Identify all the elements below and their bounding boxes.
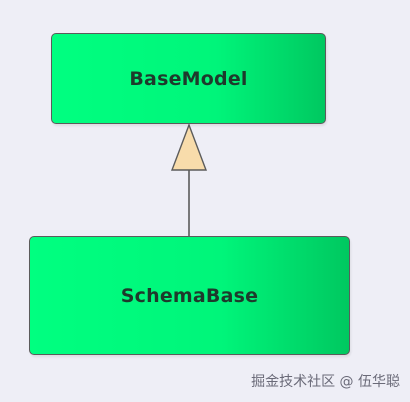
inheritance-arrowhead-icon: [170, 123, 208, 171]
watermark-text: 掘金技术社区 @ 伍华聪: [251, 374, 400, 390]
class-name-basemodel: BaseModel: [129, 67, 248, 90]
class-box-schemabase[interactable]: SchemaBase: [29, 236, 350, 355]
class-box-basemodel[interactable]: BaseModel: [51, 33, 326, 124]
class-name-schemabase: SchemaBase: [120, 284, 259, 307]
